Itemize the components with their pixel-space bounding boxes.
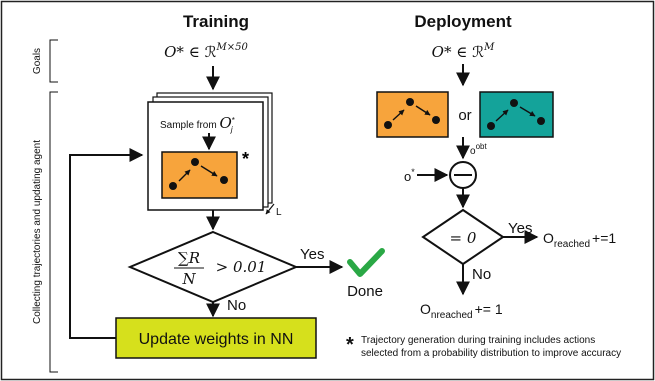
collecting-label: Collecting trajectories and updating age…	[32, 140, 43, 324]
yes-label-deployment: Yes	[508, 220, 532, 237]
cond-sum: ∑R	[178, 249, 200, 267]
cond-rhs: > 0.01	[216, 258, 267, 276]
traj-point	[220, 176, 228, 184]
traj-point	[432, 116, 440, 124]
traj-point	[510, 99, 518, 107]
checkmark-icon	[347, 248, 385, 277]
traj-arrow	[392, 109, 405, 121]
traj-arrow	[178, 169, 191, 182]
traj-point	[384, 121, 392, 129]
footnote-mark: *	[346, 334, 354, 356]
goals-bracket	[49, 39, 58, 83]
star-mark: *	[242, 149, 249, 169]
training-title: Training	[183, 12, 249, 31]
nreached-label: Onreached+= 1	[420, 301, 503, 321]
done-label: Done	[347, 283, 383, 300]
traj-arrow	[415, 105, 431, 116]
traj-point	[191, 158, 199, 166]
footnote-line2: selected from a probability distribution…	[361, 348, 621, 359]
training-decision-diamond	[127, 230, 299, 304]
or-label: or	[458, 107, 471, 124]
deployment-title: Deployment	[414, 12, 512, 31]
feedback-loop-arrow	[69, 148, 144, 339]
footnote-line1: Trajectory generation during training in…	[361, 335, 595, 346]
collecting-bracket	[49, 91, 58, 373]
traj-point	[487, 122, 495, 130]
cond-den: N	[181, 270, 196, 288]
yes-label-training: Yes	[300, 246, 324, 263]
traj-point	[169, 182, 177, 190]
target-input-label: o*	[404, 167, 415, 184]
traj-arrow	[495, 109, 509, 122]
update-weights-label: Update weights in NN	[139, 331, 294, 348]
trajectory-box-orange	[376, 91, 449, 138]
sample-label: Sample from O*j	[160, 114, 235, 134]
obs-label: oobt	[470, 142, 487, 157]
trajectory-box-teal	[479, 91, 554, 138]
traj-point	[406, 98, 414, 106]
no-label-deployment: No	[472, 266, 491, 283]
no-label-training: No	[227, 297, 246, 314]
loop-label: L	[276, 207, 282, 218]
deployment-cond: = 0	[450, 229, 477, 247]
deployment-goal-formula: O* ∈ ℛM	[432, 42, 495, 61]
reached-label: Oreached+=1	[543, 230, 616, 250]
update-weights-box	[115, 317, 317, 359]
trajectory-box-training	[161, 151, 238, 199]
traj-arrow	[519, 106, 536, 117]
training-goal-formula: O* ∈ ℛM×50	[164, 42, 248, 61]
traj-arrow	[200, 165, 218, 177]
loop-arrow	[265, 203, 275, 215]
traj-point	[537, 117, 545, 125]
goals-label: Goals	[32, 48, 43, 74]
